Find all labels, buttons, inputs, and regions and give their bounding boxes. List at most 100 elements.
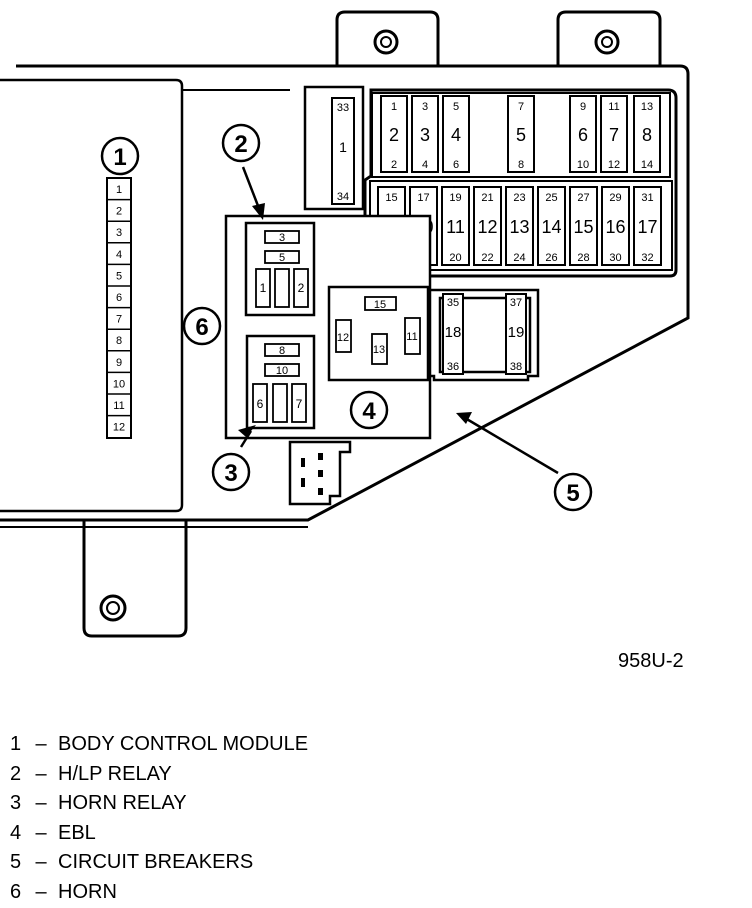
- fuse-pin-bottom: 6: [453, 159, 459, 171]
- fuse-pin-bottom: 8: [518, 159, 524, 171]
- fuse-number: 13: [509, 217, 529, 237]
- breaker-number: 19: [508, 324, 525, 341]
- fuse-number: 3: [420, 125, 430, 145]
- fuse-row-lower: 1591617101819112021122223132425142627152…: [377, 186, 662, 266]
- fuse-pin-top: 7: [518, 101, 524, 113]
- fuse-pin-top: 27: [577, 192, 589, 204]
- fuse-pin-bottom: 28: [577, 252, 589, 264]
- circuit-breakers: 35 18 36 37 19 38: [442, 293, 527, 375]
- mounting-tab-bottom: [82, 518, 188, 638]
- breaker-pin-bottom: 38: [510, 361, 522, 373]
- fuse-pin-bottom: 32: [641, 252, 653, 264]
- fuse-pin-top: 13: [641, 101, 653, 113]
- bcm-pin-label: 9: [116, 357, 122, 369]
- legend-item: 2–H/LP RELAY: [10, 762, 172, 785]
- bcm-pin-label: 12: [113, 422, 125, 434]
- breaker-pin-top: 37: [510, 297, 522, 309]
- horn-relay: 8 10 6 7: [252, 343, 307, 423]
- fuse-pin-bottom: 30: [609, 252, 621, 264]
- fuse-pin-bottom: 26: [545, 252, 557, 264]
- legend: 1–BODY CONTROL MODULE 2–H/LP RELAY 3–HOR…: [10, 730, 308, 908]
- bcm-pin-label: 3: [116, 227, 122, 239]
- fuse-pin-top: 31: [641, 192, 653, 204]
- fuse-pin-top: 9: [580, 101, 586, 113]
- bcm-pin-label: 8: [116, 335, 122, 347]
- fuse-pin-bottom: 2: [391, 159, 397, 171]
- relay-pin: 2: [298, 281, 305, 295]
- callout-6: 6: [195, 314, 208, 341]
- fuse-number: 8: [642, 125, 652, 145]
- fuse-pin-bottom: 22: [481, 252, 493, 264]
- callout-2: 2: [234, 131, 247, 158]
- fuse-pin-top: 29: [609, 192, 621, 204]
- relay-pin: 13: [373, 344, 385, 356]
- fuse-number: 16: [605, 217, 625, 237]
- fuse-pin-top: 5: [453, 101, 459, 113]
- fuse-pin-top: 21: [481, 192, 493, 204]
- figure-id: 958U-2: [618, 650, 684, 672]
- legend-item: 1–BODY CONTROL MODULE: [10, 733, 309, 755]
- fuse-number: 15: [573, 217, 593, 237]
- fuse-pin-bottom: 24: [513, 252, 525, 264]
- fuse-pin-bottom: 4: [422, 159, 428, 171]
- legend-item: 6–HORN: [10, 880, 117, 903]
- fuse-pin-bottom: 12: [608, 159, 620, 171]
- relay-pin: 5: [279, 252, 285, 264]
- breaker-pin-bottom: 36: [447, 361, 459, 373]
- fuse-number: 7: [609, 125, 619, 145]
- ebl-relay: 15 12 13 11: [335, 296, 421, 365]
- fuse-pin-top: 15: [385, 192, 397, 204]
- bcm-pin-label: 2: [116, 206, 122, 218]
- relay-number: 1: [339, 139, 347, 155]
- callout-4: 4: [362, 398, 376, 425]
- legend-item: 4–EBL: [10, 821, 96, 844]
- relay-pin: 15: [374, 299, 386, 311]
- fuse-pin-bottom: 10: [577, 159, 589, 171]
- fuse-pin-top: 1: [391, 101, 397, 113]
- bcm-pin-label: 7: [116, 314, 122, 326]
- fuse-number: 12: [477, 217, 497, 237]
- fuse-pin-top: 3: [422, 101, 428, 113]
- relay-pin: 8: [279, 345, 285, 357]
- fuse-pin-bottom: 20: [449, 252, 461, 264]
- relay-pin: 10: [276, 365, 288, 377]
- fuse-pin-top: 25: [545, 192, 557, 204]
- callout-1: 1: [113, 144, 126, 171]
- fuse-number: 6: [578, 125, 588, 145]
- fuse-pin-top: 17: [417, 192, 429, 204]
- relay-pin: 7: [296, 397, 303, 411]
- hlp-relay: 3 5 1 2: [255, 230, 309, 308]
- callout-5: 5: [566, 480, 579, 507]
- breaker-number: 18: [445, 324, 462, 341]
- fuse-number: 14: [541, 217, 561, 237]
- bcm-pin-label: 11: [113, 400, 124, 412]
- fuse-pin-top: 19: [449, 192, 461, 204]
- relay-pin: 3: [279, 232, 285, 244]
- fuse-number: 17: [637, 217, 657, 237]
- relay-pin: 6: [257, 397, 264, 411]
- breaker-pin-top: 35: [447, 297, 459, 309]
- bcm-pin-label: 4: [116, 249, 122, 261]
- bcm-pin-label: 10: [113, 378, 125, 390]
- relay-33-34: 33 1 34: [331, 97, 355, 205]
- fuse-number: 11: [446, 217, 465, 237]
- circuit-breaker-housing: [428, 288, 540, 382]
- fuse-pin-bottom: 14: [641, 159, 653, 171]
- bcm-pin-label: 5: [116, 270, 122, 282]
- bcm-pin-label: 1: [116, 184, 122, 196]
- fuse-pin-top: 23: [513, 192, 525, 204]
- relay-pin-top: 33: [337, 102, 349, 114]
- relay-pin: 11: [406, 331, 417, 343]
- legend-item: 3–HORN RELAY: [10, 792, 187, 815]
- relay-pin-bottom: 34: [337, 191, 349, 203]
- relay-pin: 12: [337, 332, 349, 344]
- fuse-number: 5: [516, 125, 526, 145]
- legend-item: 5–CIRCUIT BREAKERS: [10, 851, 254, 874]
- relay-pin: 1: [260, 281, 267, 295]
- callout-3: 3: [224, 460, 237, 487]
- fuse-number: 2: [389, 125, 399, 145]
- bcm-pin-label: 6: [116, 292, 122, 304]
